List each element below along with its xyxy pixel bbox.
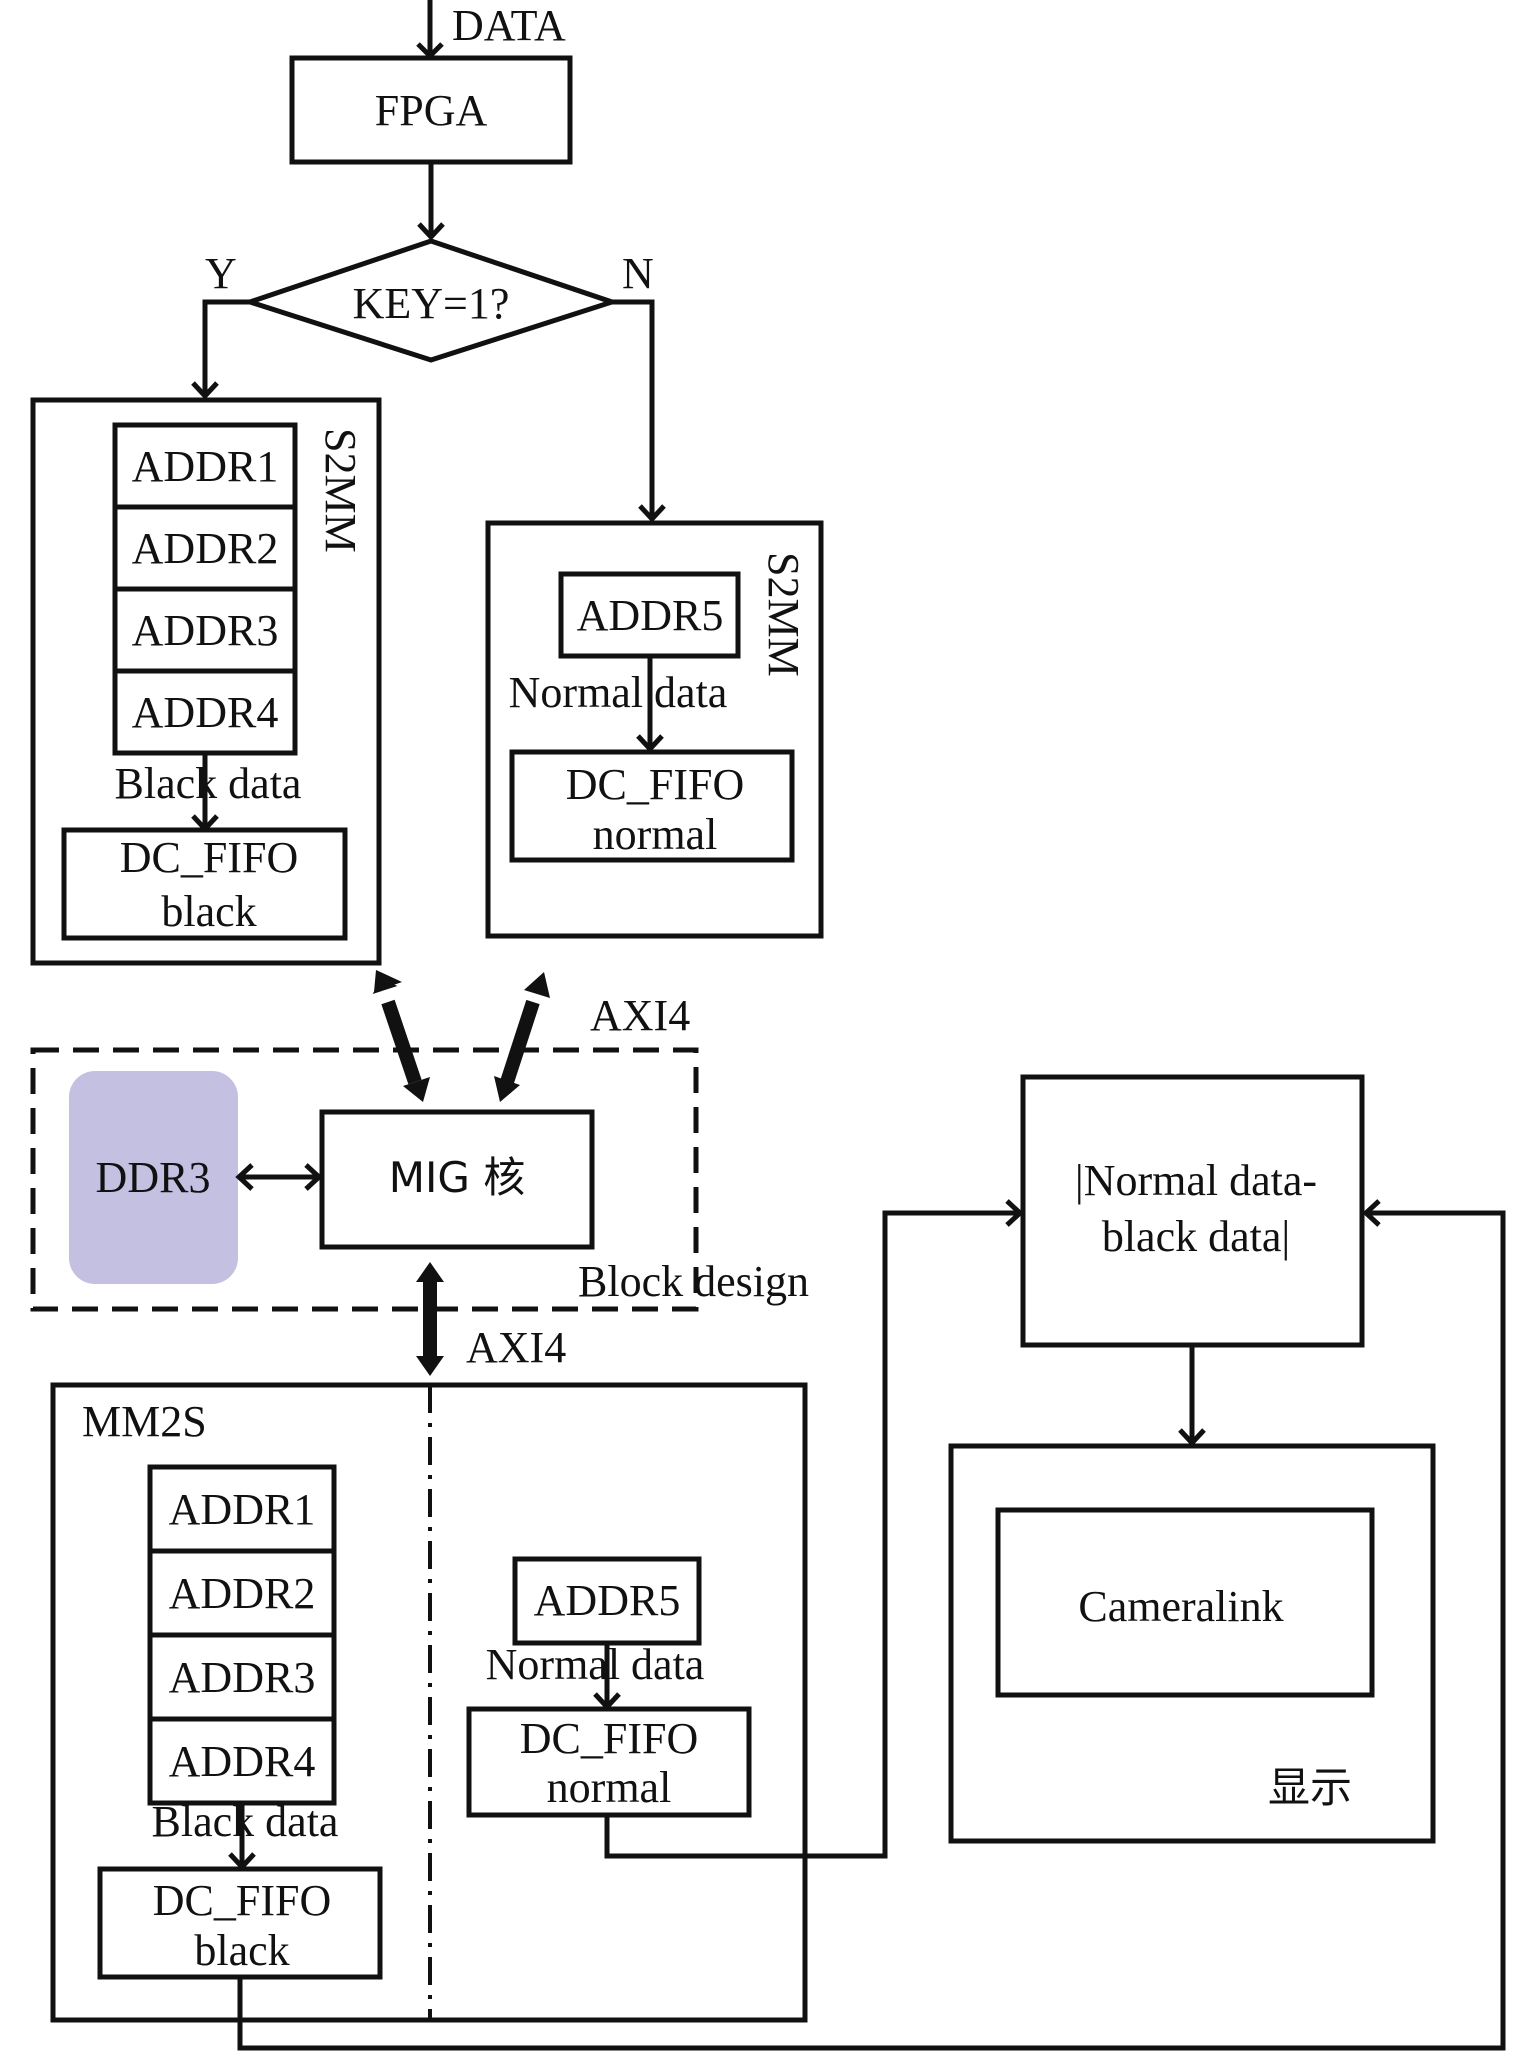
mm2s-addr4-box bbox=[147, 1716, 337, 1806]
block-design-container bbox=[30, 1047, 699, 1312]
s2mm-right-title: S2MM bbox=[759, 552, 808, 677]
s2mm-left-fifo-box bbox=[61, 827, 348, 941]
block-design-label: Block design bbox=[578, 1257, 809, 1306]
mig-label: MIG 核 bbox=[389, 1153, 526, 1202]
s2mm-right-flow-arrowhead bbox=[636, 734, 664, 753]
mig-box bbox=[319, 1109, 595, 1250]
normal-fifo-to-diff-arrowhead bbox=[1005, 1199, 1024, 1227]
mm2s-addr3-box bbox=[147, 1632, 337, 1722]
mm2s-addr5: ADDR5 bbox=[534, 1576, 681, 1625]
difference-line2: black data| bbox=[1102, 1212, 1290, 1261]
s2mm-left-addr2-box bbox=[112, 504, 298, 592]
black-fifo-to-diff-arrowhead bbox=[1362, 1199, 1381, 1227]
s2mm-left-addr3: ADDR3 bbox=[132, 606, 279, 655]
ddr3-block bbox=[69, 1071, 238, 1284]
s2mm-left-addr2: ADDR2 bbox=[132, 524, 279, 573]
mm2s-title: MM2S bbox=[82, 1397, 207, 1446]
s2mm-left-fifo-line2: black bbox=[161, 887, 256, 936]
mm2s-addr1: ADDR1 bbox=[169, 1485, 316, 1534]
axi4-bottom-label: AXI4 bbox=[466, 1323, 566, 1372]
s2mm-left-flow-label: Black data bbox=[115, 759, 302, 808]
mm2s-addr4: ADDR4 bbox=[169, 1737, 316, 1786]
cameralink-label: Cameralink bbox=[1078, 1582, 1283, 1631]
decision-diamond bbox=[241, 238, 621, 363]
normal-fifo-to-diff-line bbox=[604, 1210, 1020, 1859]
s2mm-left-addr3-box bbox=[112, 586, 298, 674]
s2mm-right-fifo-box bbox=[509, 749, 795, 863]
fpga-label: FPGA bbox=[375, 86, 488, 135]
s2mm-right-addr5: ADDR5 bbox=[577, 591, 724, 640]
s2mm-left-addr1: ADDR1 bbox=[132, 442, 279, 491]
yes-branch-arrowhead bbox=[191, 381, 219, 400]
fpga-to-decision-arrowhead bbox=[417, 222, 445, 241]
mm2s-addr3: ADDR3 bbox=[169, 1653, 316, 1702]
fpga-box bbox=[289, 55, 573, 165]
s2mm-right-fifo-line1: DC_FIFO bbox=[566, 760, 745, 809]
yes-branch-line bbox=[202, 299, 250, 395]
black-fifo-to-diff-line bbox=[237, 1210, 1506, 2051]
s2mm-right-fifo-line2: normal bbox=[593, 810, 718, 859]
input-label: DATA bbox=[452, 1, 566, 50]
mm2s-addr2-box bbox=[147, 1548, 337, 1638]
display-container bbox=[948, 1443, 1436, 1844]
mm2s-black-fifo-line2: black bbox=[194, 1926, 289, 1975]
mm2s-normal-flow-label: Normal data bbox=[486, 1640, 705, 1689]
difference-line1: |Normal data- bbox=[1075, 1156, 1317, 1205]
display-label: 显示 bbox=[1268, 1763, 1352, 1812]
s2mm-left-title: S2MM bbox=[316, 428, 365, 553]
axi4-bottom-double-arrow bbox=[416, 1262, 444, 1376]
mm2s-normal-fifo-line2: normal bbox=[547, 1763, 672, 1812]
no-branch-arrowhead bbox=[638, 504, 666, 523]
mm2s-addr1-box bbox=[147, 1464, 337, 1554]
axi4-top-right-double-arrow bbox=[494, 972, 550, 1102]
s2mm-left-fifo-line1: DC_FIFO bbox=[120, 833, 299, 882]
s2mm-right-flow-label: Normal data bbox=[509, 668, 728, 717]
axi4-top-label: AXI4 bbox=[590, 991, 690, 1040]
s2mm-left-addr4-box bbox=[112, 668, 298, 756]
s2mm-left-addr1-box bbox=[112, 422, 298, 510]
decision-label: KEY=1? bbox=[353, 279, 510, 328]
axi4-top-left-double-arrow bbox=[372, 970, 430, 1102]
yes-label: Y bbox=[205, 249, 237, 298]
s2mm-left-container bbox=[30, 397, 382, 966]
mm2s-normal-fifo-line1: DC_FIFO bbox=[520, 1714, 699, 1763]
no-branch-line bbox=[612, 299, 655, 518]
ddr3-mig-double-arrow bbox=[235, 1163, 323, 1191]
no-label: N bbox=[622, 249, 654, 298]
s2mm-right-addr5-box bbox=[558, 571, 741, 659]
difference-to-display-arrowhead bbox=[1178, 1428, 1206, 1447]
cameralink-box bbox=[995, 1507, 1375, 1698]
mm2s-black-fifo-line1: DC_FIFO bbox=[153, 1876, 332, 1925]
mm2s-black-flow-label: Black data bbox=[152, 1797, 339, 1846]
difference-box bbox=[1020, 1074, 1365, 1348]
s2mm-right-container bbox=[485, 520, 824, 939]
s2mm-left-addr4: ADDR4 bbox=[132, 688, 279, 737]
mm2s-addr2: ADDR2 bbox=[169, 1569, 316, 1618]
ddr3-label: DDR3 bbox=[96, 1153, 211, 1202]
